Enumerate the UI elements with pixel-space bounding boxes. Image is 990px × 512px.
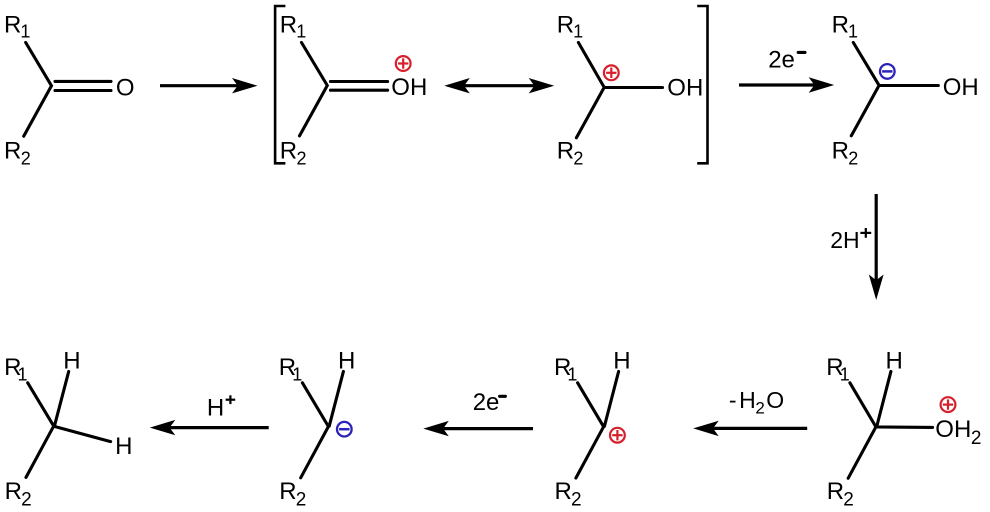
svg-text:1: 1 [18, 364, 28, 384]
svg-text:2: 2 [755, 399, 764, 418]
svg-text:H: H [63, 347, 80, 374]
svg-text:2: 2 [21, 489, 32, 510]
svg-text:R: R [557, 11, 574, 38]
svg-text:2e: 2e [768, 47, 795, 74]
svg-text:R: R [279, 354, 296, 381]
svg-text:2: 2 [843, 489, 854, 510]
svg-text:R: R [4, 354, 21, 381]
svg-text:2e: 2e [473, 389, 500, 416]
svg-text:OH: OH [667, 75, 703, 102]
svg-text:2: 2 [297, 149, 307, 169]
svg-text:2: 2 [571, 489, 582, 510]
svg-text:2H: 2H [830, 227, 859, 253]
svg-text:1: 1 [296, 22, 306, 42]
svg-text:R: R [5, 478, 22, 505]
svg-text:2: 2 [848, 149, 858, 169]
svg-text:1: 1 [567, 364, 577, 384]
svg-text:2: 2 [296, 489, 307, 510]
svg-text:2: 2 [573, 149, 583, 169]
svg-text:R: R [832, 137, 849, 164]
svg-text:-: - [729, 387, 737, 413]
svg-text:R: R [832, 11, 849, 38]
svg-text:R: R [280, 11, 297, 38]
svg-text:2: 2 [971, 428, 982, 449]
svg-text:H: H [886, 347, 903, 374]
svg-text:1: 1 [20, 22, 30, 42]
svg-text:R: R [827, 478, 844, 505]
svg-text:R: R [4, 137, 21, 164]
svg-text:R: R [280, 137, 297, 164]
svg-text:H: H [338, 347, 355, 374]
svg-text:O: O [766, 387, 784, 413]
svg-text:1: 1 [840, 364, 850, 384]
svg-text:R: R [279, 478, 296, 505]
svg-text:O: O [116, 75, 135, 102]
svg-text:OH: OH [935, 416, 971, 443]
svg-text:R: R [555, 478, 572, 505]
svg-text:OH: OH [943, 74, 979, 101]
svg-text:R: R [554, 354, 571, 381]
svg-text:R: R [4, 11, 21, 38]
svg-text:H: H [115, 433, 132, 460]
svg-text:2: 2 [21, 149, 31, 169]
svg-text:1: 1 [573, 22, 583, 42]
svg-text:1: 1 [848, 22, 858, 42]
svg-text:H: H [739, 387, 756, 413]
svg-text:1: 1 [292, 364, 302, 384]
svg-text:OH: OH [391, 74, 427, 101]
svg-text:R: R [826, 354, 843, 381]
svg-text:R: R [557, 137, 574, 164]
svg-text:H: H [613, 347, 630, 374]
svg-text:H: H [207, 394, 224, 421]
